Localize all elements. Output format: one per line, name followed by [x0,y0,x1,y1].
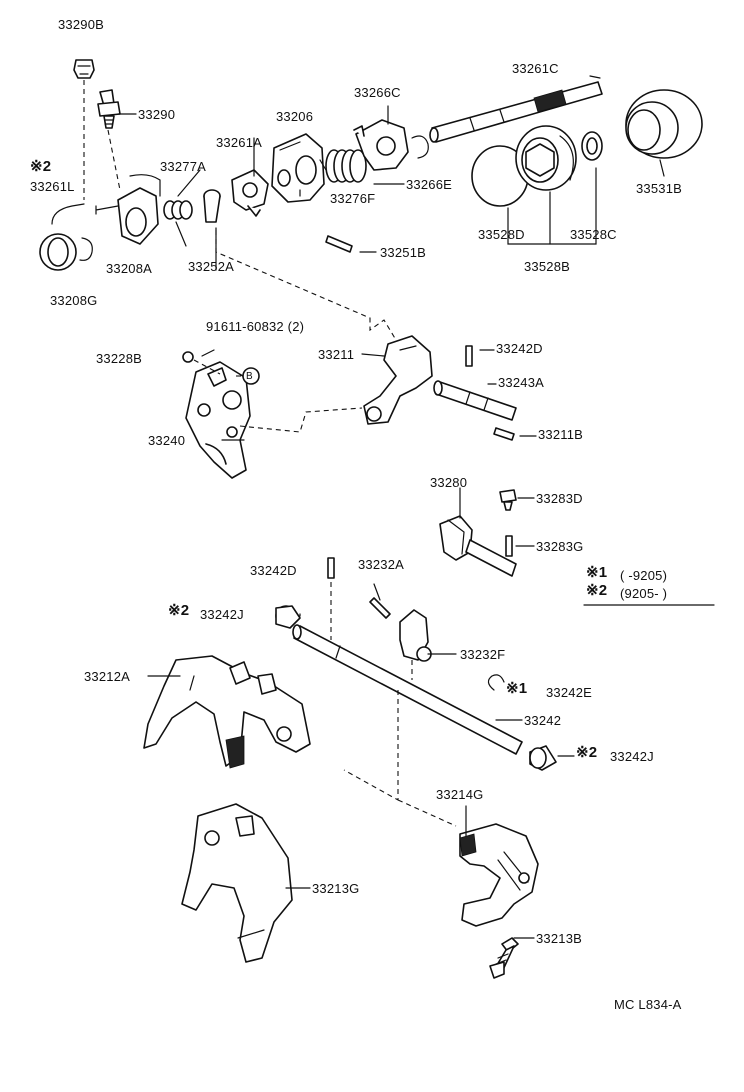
label-star2-left: ※2 [30,158,52,175]
label-33242d-mid: 33242D [250,563,297,578]
label-33242d-top: 33242D [496,341,543,356]
spring-33276f [325,149,367,183]
label-33280: 33280 [430,475,468,490]
legend-mark-1: ※1 [586,564,608,581]
label-33208a: 33208A [106,261,153,276]
bushing-33242j-2 [529,745,557,771]
pin-33252a [203,189,221,223]
ring-33208g [79,237,93,261]
label-33240: 33240 [148,433,186,448]
label-bolt-mark: B [246,371,253,382]
label-33232f: 33232F [460,647,506,662]
label-33213b: 33213B [536,931,583,946]
label-33206: 33206 [276,109,314,124]
legend-text-1: ( -9205) [620,568,668,583]
switch-33290 [97,89,121,129]
label-33211: 33211 [318,347,355,362]
label-33213g: 33213G [312,881,360,896]
pin-33283g [505,535,513,557]
label-33261l: 33261L [30,179,75,194]
label-33232a: 33232A [358,557,405,572]
label-33242e: 33242E [546,685,593,700]
label-33528d: 33528D [478,227,525,242]
label-33531b: 33531B [636,181,683,196]
label-33211b: 33211B [538,427,584,442]
label-33276f: 33276F [330,191,376,206]
washer-33528c [581,131,603,161]
label-33242j-2: 33242J [610,749,654,764]
label-star2-j2: ※2 [576,744,598,761]
pin-33242d-mid [327,557,335,579]
label-33208g: 33208G [50,293,98,308]
pin-33251b [325,235,353,253]
label-33277a: 33277A [160,159,207,174]
shaft-33243a [433,380,517,421]
plate-33266c [353,119,409,171]
bolt-33283d [499,489,517,511]
label-91611: 91611-60832 (2) [206,319,305,334]
label-33261c: 33261C [512,61,559,76]
pin-33232a [369,597,391,619]
fork-33212a [143,655,311,769]
housing-33206 [271,133,327,203]
label-33283g: 33283G [536,539,584,554]
label-33528c: 33528C [570,227,617,242]
head-33280 [439,515,517,577]
ball-33228b [182,351,194,363]
pin-33242d-top [465,345,473,367]
label-33252a: 33252A [188,259,235,274]
label-33528b: 33528B [524,259,571,274]
leader-lines [117,75,601,939]
label-33283d: 33283D [536,491,583,506]
cam-33208a [95,174,161,245]
legend-mark-2: ※2 [586,582,608,599]
label-33251b: 33251B [380,245,427,260]
clip-33266e [411,135,429,159]
bolt-mark [236,367,260,385]
lever-33211 [363,335,433,425]
sleeve-33261l [39,233,77,271]
spring-33277a [163,200,193,247]
label-33214g: 33214G [436,787,484,802]
rail-33242 [292,624,523,755]
fork-33213g [181,803,293,963]
pin-33211b [493,427,515,441]
label-33228b: 33228B [96,351,143,366]
legend-text-2: (9205- ) [620,586,668,601]
label-star2-j1: ※2 [168,602,190,619]
bearing-33528b [515,125,577,191]
fork-33214g [459,823,539,927]
label-33266c: 33266C [354,85,401,100]
label-33266e: 33266E [406,177,453,192]
clip-33242e [487,674,505,691]
lever-33261a [231,169,269,217]
block-33232f [399,609,432,662]
label-33243a: 33243A [498,375,545,390]
footer-code: MC L834-A [614,997,682,1012]
label-33242: 33242 [524,713,562,728]
label-33290b: 33290B [58,17,105,32]
bushing-33242j-1 [275,605,301,629]
label-33212a: 33212A [84,669,131,684]
label-33242j-1: 33242J [200,607,244,622]
label-33261a: 33261A [216,135,263,150]
label-33290: 33290 [138,107,176,122]
shaft-33261c [429,81,603,143]
bolt-33213b [489,937,519,979]
lever-33240 [185,361,251,479]
boot-33531b [625,89,703,177]
plug-33290b [73,59,95,79]
label-star1-e: ※1 [506,680,528,697]
